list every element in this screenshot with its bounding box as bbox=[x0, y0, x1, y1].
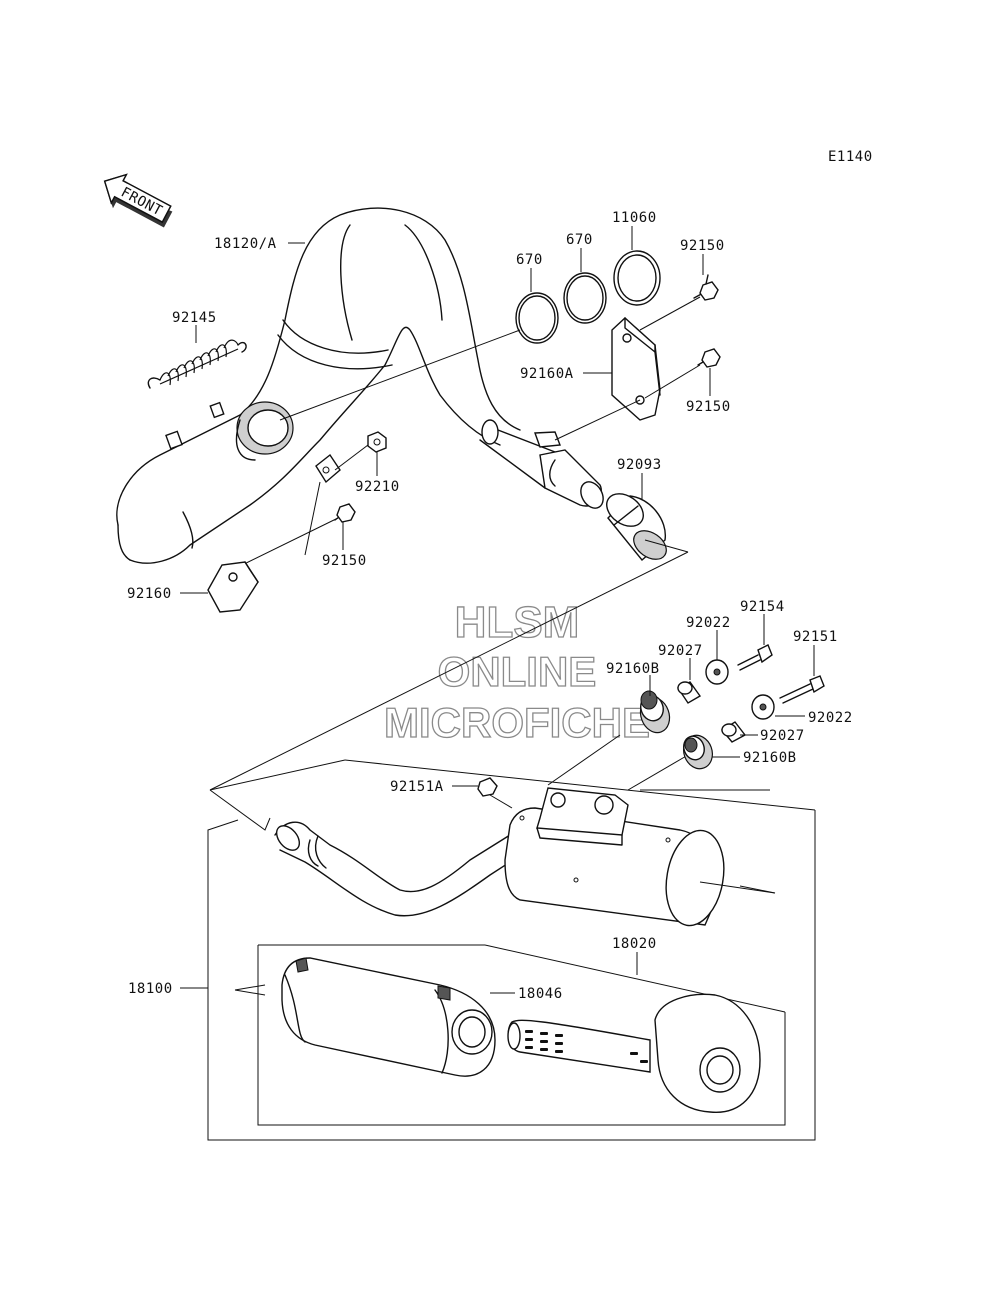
label-92160a[interactable]: 92160A bbox=[520, 366, 574, 382]
label-92027-lower[interactable]: 92027 bbox=[760, 728, 805, 744]
label-670-b[interactable]: 670 bbox=[566, 232, 593, 248]
silencer-box-top bbox=[344, 759, 816, 811]
label-18100[interactable]: 18100 bbox=[128, 981, 173, 997]
inner-box-top-right bbox=[484, 944, 786, 1013]
inner-box bbox=[257, 945, 786, 1126]
label-92022-upper[interactable]: 92022 bbox=[686, 615, 731, 631]
label-92150-upper[interactable]: 92150 bbox=[680, 238, 725, 254]
label-92210[interactable]: 92210 bbox=[355, 479, 400, 495]
label-92145[interactable]: 92145 bbox=[172, 310, 217, 326]
grommet-92160b-lower bbox=[683, 734, 713, 770]
watermark-line-2: ONLINE bbox=[438, 648, 597, 695]
silencer-box bbox=[207, 810, 816, 1141]
leader-inlet bbox=[279, 329, 521, 421]
bolt-92150-middle bbox=[697, 348, 721, 368]
bolt-92151a bbox=[477, 777, 513, 809]
bolt-92150-lower bbox=[334, 503, 356, 523]
label-92151a[interactable]: 92151A bbox=[390, 779, 444, 795]
diagram-code: E1140 bbox=[828, 149, 873, 165]
label-18120a[interactable]: 18120/A bbox=[214, 236, 277, 252]
label-92160[interactable]: 92160 bbox=[127, 586, 172, 602]
washer-92022-upper bbox=[705, 659, 729, 685]
label-18046[interactable]: 18046 bbox=[518, 986, 563, 1002]
grommet-92160b-upper bbox=[639, 690, 671, 734]
o-ring-670-a bbox=[515, 292, 559, 344]
label-18020[interactable]: 18020 bbox=[612, 936, 657, 952]
label-670-a[interactable]: 670 bbox=[516, 252, 543, 268]
bolt-92150-upper bbox=[693, 274, 719, 301]
spring bbox=[147, 339, 247, 389]
nut-92210 bbox=[367, 431, 387, 453]
o-ring-670-b bbox=[563, 272, 607, 324]
label-92027-upper[interactable]: 92027 bbox=[658, 643, 703, 659]
silencer-core bbox=[507, 993, 761, 1113]
bracket-92160a bbox=[611, 317, 661, 421]
collar-92027-lower bbox=[720, 721, 747, 743]
bolt-92154 bbox=[737, 644, 773, 671]
label-92150-lower[interactable]: 92150 bbox=[322, 553, 367, 569]
label-11060[interactable]: 11060 bbox=[612, 210, 657, 226]
washer-92022-lower bbox=[751, 694, 775, 720]
label-92154[interactable]: 92154 bbox=[740, 599, 785, 615]
coupler-92093 bbox=[606, 493, 667, 562]
gasket-11060 bbox=[613, 250, 661, 306]
part-labels: 18120/A 92145 670 670 11060 92150 92160A… bbox=[127, 210, 853, 1002]
label-92151[interactable]: 92151 bbox=[793, 629, 838, 645]
silencer-shell bbox=[281, 957, 496, 1077]
watermark: HLSM ONLINE MICROFICHE bbox=[383, 597, 650, 746]
label-92150-middle[interactable]: 92150 bbox=[686, 399, 731, 415]
watermark-line-3: MICROFICHE bbox=[384, 699, 650, 746]
watermark-line-1: HLSM bbox=[455, 598, 580, 647]
bracket-92160 bbox=[207, 561, 259, 613]
label-92160b-upper[interactable]: 92160B bbox=[606, 661, 660, 677]
collar-92027-upper bbox=[676, 681, 702, 704]
label-92093[interactable]: 92093 bbox=[617, 457, 662, 473]
front-arrow-icon: FRONT bbox=[103, 173, 173, 228]
silencer-assembly bbox=[274, 787, 776, 927]
expansion-chamber bbox=[116, 207, 604, 564]
bolt-92151 bbox=[779, 675, 825, 704]
label-92022-lower[interactable]: 92022 bbox=[808, 710, 853, 726]
label-92160b-lower[interactable]: 92160B bbox=[743, 750, 797, 766]
leader-lines bbox=[180, 226, 815, 994]
